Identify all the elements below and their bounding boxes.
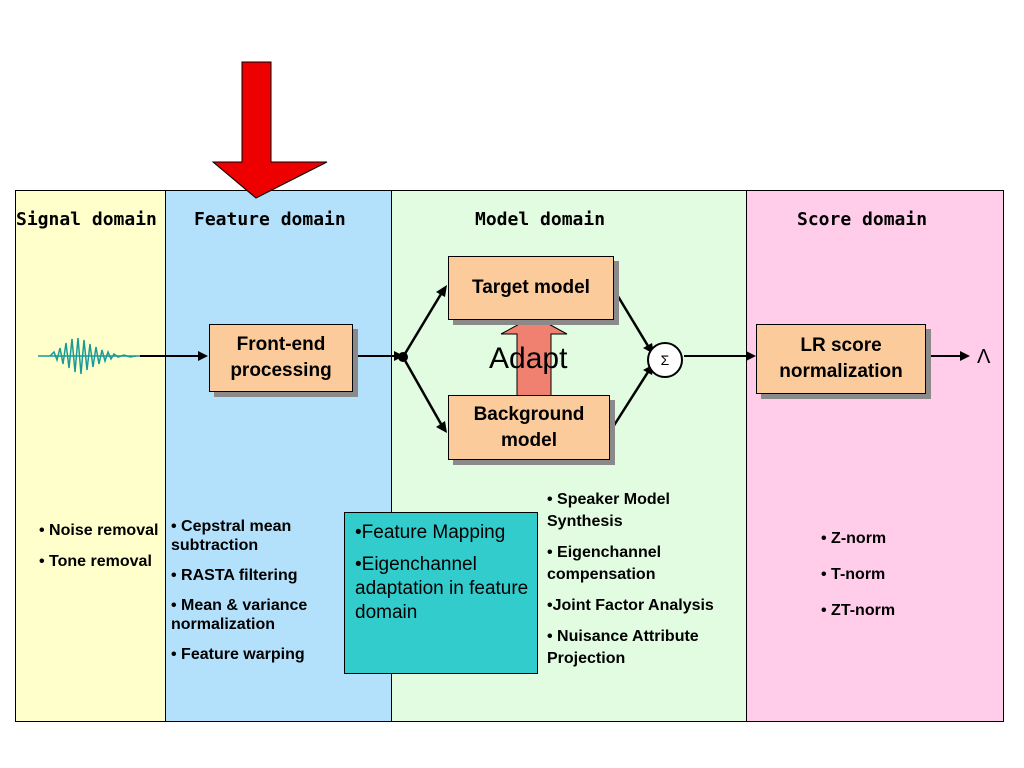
signal-bullet-list: • Noise removal • Tone removal bbox=[39, 521, 159, 583]
list-item: • Tone removal bbox=[39, 553, 152, 570]
list-item: • Mean & variance normalization bbox=[171, 597, 308, 633]
adapt-arrow-icon bbox=[500, 315, 568, 397]
list-item: • Feature warping bbox=[171, 646, 305, 663]
list-item: • RASTA filtering bbox=[171, 567, 298, 584]
score-domain-title: Score domain bbox=[797, 209, 928, 230]
feature-mapping-box: •Feature Mapping •Eigenchannel adaptatio… bbox=[344, 512, 538, 674]
output-symbol: Λ bbox=[977, 346, 991, 368]
signal-domain-panel bbox=[15, 190, 166, 722]
signal-domain-title: Signal domain bbox=[16, 209, 157, 230]
model-domain-title: Model domain bbox=[475, 209, 606, 230]
list-item: • Z-norm bbox=[821, 530, 887, 547]
list-item: • Eigenchannel compensation bbox=[547, 544, 662, 583]
target-model-box: Target model bbox=[448, 256, 614, 320]
score-domain-panel bbox=[746, 190, 1004, 722]
list-item: •Eigenchannel adaptation in feature doma… bbox=[355, 554, 529, 623]
list-item: • Noise removal bbox=[39, 522, 159, 539]
list-item: • Nuisance Attribute Projection bbox=[547, 628, 699, 667]
sigma-node: Σ bbox=[647, 342, 683, 378]
list-item: • ZT-norm bbox=[821, 602, 896, 619]
list-item: •Feature Mapping bbox=[355, 522, 506, 543]
list-item: • T-norm bbox=[821, 566, 886, 583]
list-item: •Joint Factor Analysis bbox=[547, 597, 714, 614]
background-model-box: Background model bbox=[448, 395, 610, 460]
lr-score-normalization-box: LR score normalization bbox=[756, 324, 926, 394]
model-bullet-list: • Speaker Model Synthesis • Eigenchannel… bbox=[547, 489, 742, 679]
list-item: • Speaker Model Synthesis bbox=[547, 491, 670, 530]
feature-domain-title: Feature domain bbox=[194, 209, 346, 230]
list-item: • Cepstral mean subtraction bbox=[171, 518, 292, 554]
front-end-box: Front-end processing bbox=[209, 324, 353, 392]
highlight-arrow-icon bbox=[211, 61, 328, 199]
score-bullet-list: • Z-norm • T-norm • ZT-norm bbox=[821, 529, 961, 637]
feature-bullet-list: • Cepstral mean subtraction • RASTA filt… bbox=[171, 517, 347, 675]
adapt-label: Adapt bbox=[489, 342, 568, 375]
waveform-icon bbox=[38, 337, 140, 375]
